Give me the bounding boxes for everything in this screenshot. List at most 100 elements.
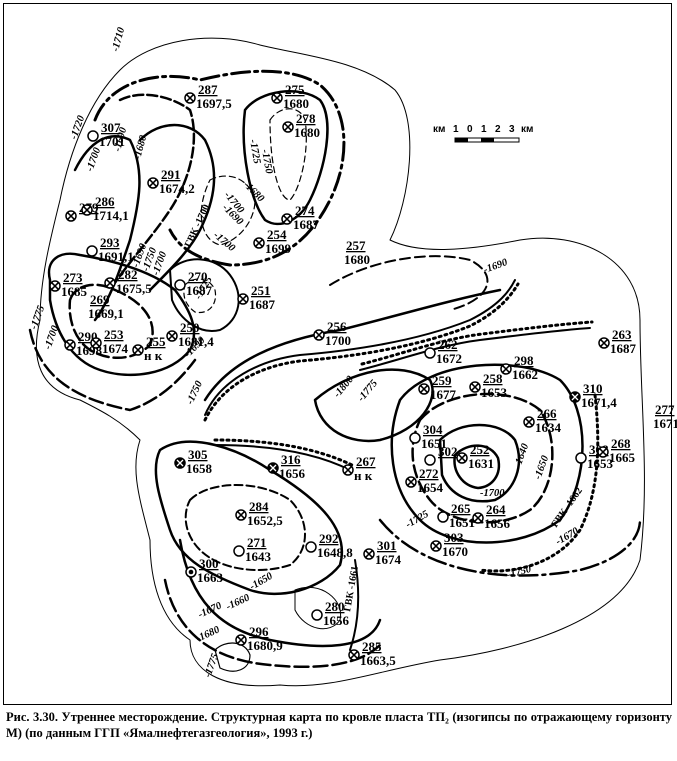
contour-west-3 [169,258,240,332]
cross-mark [474,514,482,522]
scale-bar: км 1 0 1 2 3 км [433,124,543,148]
cross-mark [273,94,281,102]
cross-mark [344,466,352,474]
figure-caption: Рис. 3.30. Утреннее месторождение. Струк… [6,710,672,740]
well-number: 298 [514,353,534,368]
well-depth: 1714,1 [93,208,129,223]
well-number: 284 [249,499,269,514]
well-number: 301 [377,538,397,553]
contour-south-5 [214,642,251,672]
well-number: 303 [444,530,464,545]
gvk-hatch-north [203,282,520,422]
scale-unit-left: км [433,124,446,135]
well-number: 291 [161,167,181,182]
isoline-label: -1725 [247,139,262,165]
well-depth: 1687 [186,283,213,298]
isoline-label: -1710 [110,26,127,53]
well-number: 285 [362,639,382,654]
well-depth: 1681,4 [178,334,214,349]
well-depth: 1687 [249,297,276,312]
well-depth: н к [354,468,373,483]
isoline-label: -1690 [482,257,509,276]
gvk-hatch-south [213,438,354,467]
well-depth: 1648,8 [317,545,353,560]
contour-north-4 [108,93,196,292]
contour-south-1 [154,440,344,596]
well-depth: 1671,4 [581,395,617,410]
contour-south-6 [294,586,342,630]
contour-east-2 [411,392,554,524]
cross-mark [186,94,194,102]
well-number: 271 [247,535,267,550]
isoline-label: -1660 [225,592,253,613]
open-well-icon [575,452,587,464]
isoline-label: -1680 [195,624,223,645]
cross-mark [420,385,428,393]
well-number: 262 [438,337,458,352]
well-depth: 1656 [484,516,511,531]
cross-mark [350,651,358,659]
open-well-icon [305,541,317,553]
cross-mark [599,448,607,456]
isoline-label: -1725 [404,509,431,531]
gvk-line-south-2 [349,559,360,651]
well-depth: 1674 [102,341,129,356]
well-number: 250 [180,320,200,335]
well-depth: 1671 [653,416,677,431]
contour-north-5 [138,123,216,292]
well-number: 296 [249,624,269,639]
well-depth: 1680 [283,96,309,111]
cross-mark [237,511,245,519]
isoline-label: -1650 [248,570,275,592]
well-number: 272 [419,466,439,481]
well-depth: 1654 [417,480,444,495]
cross-mark [66,341,74,349]
well-number: 293 [100,235,120,250]
cross-mark [237,636,245,644]
open-well-icon [87,130,99,142]
gvk-line-east-dome [478,393,600,573]
survey-boundary [35,37,645,687]
well-depth: 1669,1 [88,306,124,321]
well-302: 302 [424,444,458,466]
well-number: 270 [188,269,208,284]
open-well-icon [311,609,323,621]
cross-mark [365,550,373,558]
well-depth: 1656 [323,613,350,628]
well-number: 287 [198,82,218,97]
well-number: 254 [267,227,287,242]
well-depth: 1634 [535,420,562,435]
structural-map: -1710 -1720 -1690 -1680 -1700 -1725 -175… [28,26,677,687]
gas-mark [571,393,579,401]
well-depth: 1663,5 [360,653,396,668]
well-number: 305 [188,447,208,462]
contour-central-1 [203,288,502,402]
isoline-label: -1700 [42,324,61,351]
isoline-label: -1650 [532,454,551,481]
open-well-icon [409,432,421,444]
isoline-label: -1775 [28,304,47,331]
open-well-icon [86,245,98,257]
gvk-line-east [359,327,591,371]
well-depth: 1651 [421,436,447,451]
well-number: 264 [486,502,506,517]
wells-layer: 2871697,52751680278168030717012911674,22… [49,82,677,668]
gas-mark [269,464,277,472]
contour-east-3 [438,423,521,503]
